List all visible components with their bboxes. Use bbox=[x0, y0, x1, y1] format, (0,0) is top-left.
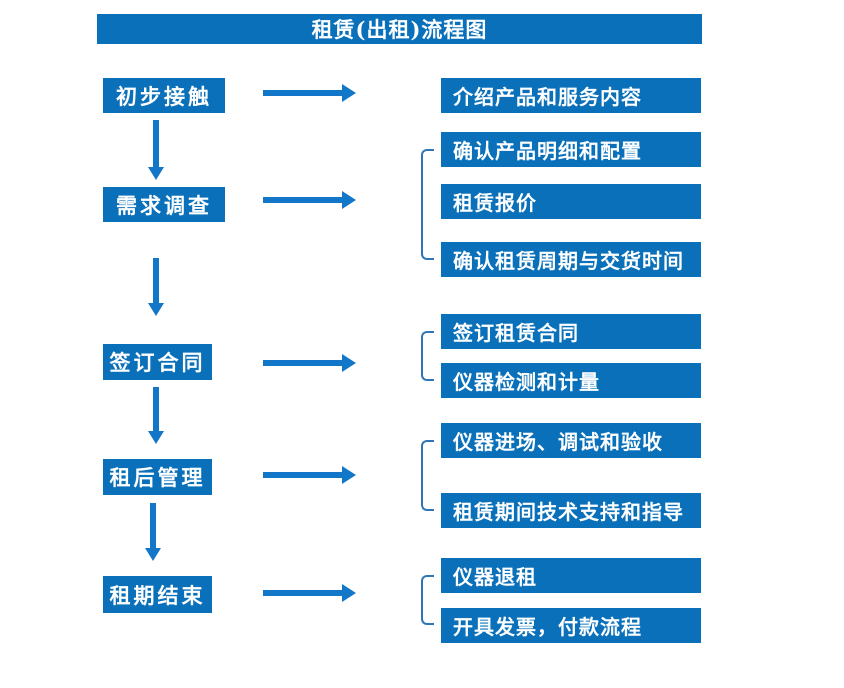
page-title: 租赁(出租)流程图 bbox=[311, 17, 488, 42]
detail-box-instrument-return: 仪器退租 bbox=[441, 558, 701, 593]
title-banner: 租赁(出租)流程图 bbox=[97, 14, 702, 44]
arrow-shaft bbox=[153, 120, 159, 169]
down-arrow-2 bbox=[148, 258, 164, 316]
arrow-shaft bbox=[153, 258, 159, 305]
step-box-initial-contact: 初步接触 bbox=[103, 78, 225, 113]
right-arrow-5 bbox=[263, 584, 356, 602]
arrow-head bbox=[342, 466, 356, 484]
arrow-shaft bbox=[263, 360, 344, 366]
arrow-shaft bbox=[263, 90, 344, 96]
group-bracket-demand-survey bbox=[421, 149, 434, 260]
arrow-head bbox=[148, 167, 164, 180]
detail-box-confirm-product-details: 确认产品明细和配置 bbox=[441, 132, 701, 167]
detail-box-instrument-entry-acceptance: 仪器进场、调试和验收 bbox=[441, 423, 701, 458]
arrow-shaft bbox=[263, 197, 344, 203]
arrow-shaft bbox=[263, 590, 344, 596]
arrow-head bbox=[342, 354, 356, 372]
detail-box-rental-quote: 租赁报价 bbox=[441, 184, 701, 219]
right-arrow-4 bbox=[263, 466, 356, 484]
down-arrow-1 bbox=[148, 120, 164, 180]
detail-box-invoice-payment: 开具发票，付款流程 bbox=[441, 608, 701, 643]
down-arrow-3 bbox=[148, 387, 164, 444]
arrow-head bbox=[148, 431, 164, 444]
arrow-head bbox=[148, 303, 164, 316]
step-box-demand-survey: 需求调查 bbox=[103, 187, 225, 222]
arrow-head bbox=[145, 548, 161, 561]
arrow-shaft bbox=[153, 387, 159, 433]
step-box-rental-end: 租期结束 bbox=[103, 576, 212, 613]
detail-box-instrument-testing: 仪器检测和计量 bbox=[441, 363, 701, 398]
down-arrow-4 bbox=[145, 503, 161, 561]
right-arrow-3 bbox=[263, 354, 356, 372]
detail-box-confirm-rental-period: 确认租赁周期与交货时间 bbox=[441, 242, 701, 277]
group-bracket-sign-contract bbox=[421, 331, 434, 381]
detail-box-introduce-products: 介绍产品和服务内容 bbox=[441, 78, 701, 113]
arrow-shaft bbox=[263, 472, 344, 478]
arrow-shaft bbox=[150, 503, 156, 550]
right-arrow-1 bbox=[263, 84, 356, 102]
group-bracket-post-rental bbox=[421, 440, 434, 511]
right-arrow-2 bbox=[263, 191, 356, 209]
detail-box-sign-rental-contract: 签订租赁合同 bbox=[441, 314, 701, 349]
arrow-head bbox=[342, 84, 356, 102]
detail-box-tech-support: 租赁期间技术支持和指导 bbox=[441, 493, 701, 528]
arrow-head bbox=[342, 584, 356, 602]
step-box-post-rental-management: 租后管理 bbox=[103, 459, 212, 495]
step-box-sign-contract: 签订合同 bbox=[103, 344, 212, 380]
arrow-head bbox=[342, 191, 356, 209]
group-bracket-rental-end bbox=[421, 575, 434, 625]
